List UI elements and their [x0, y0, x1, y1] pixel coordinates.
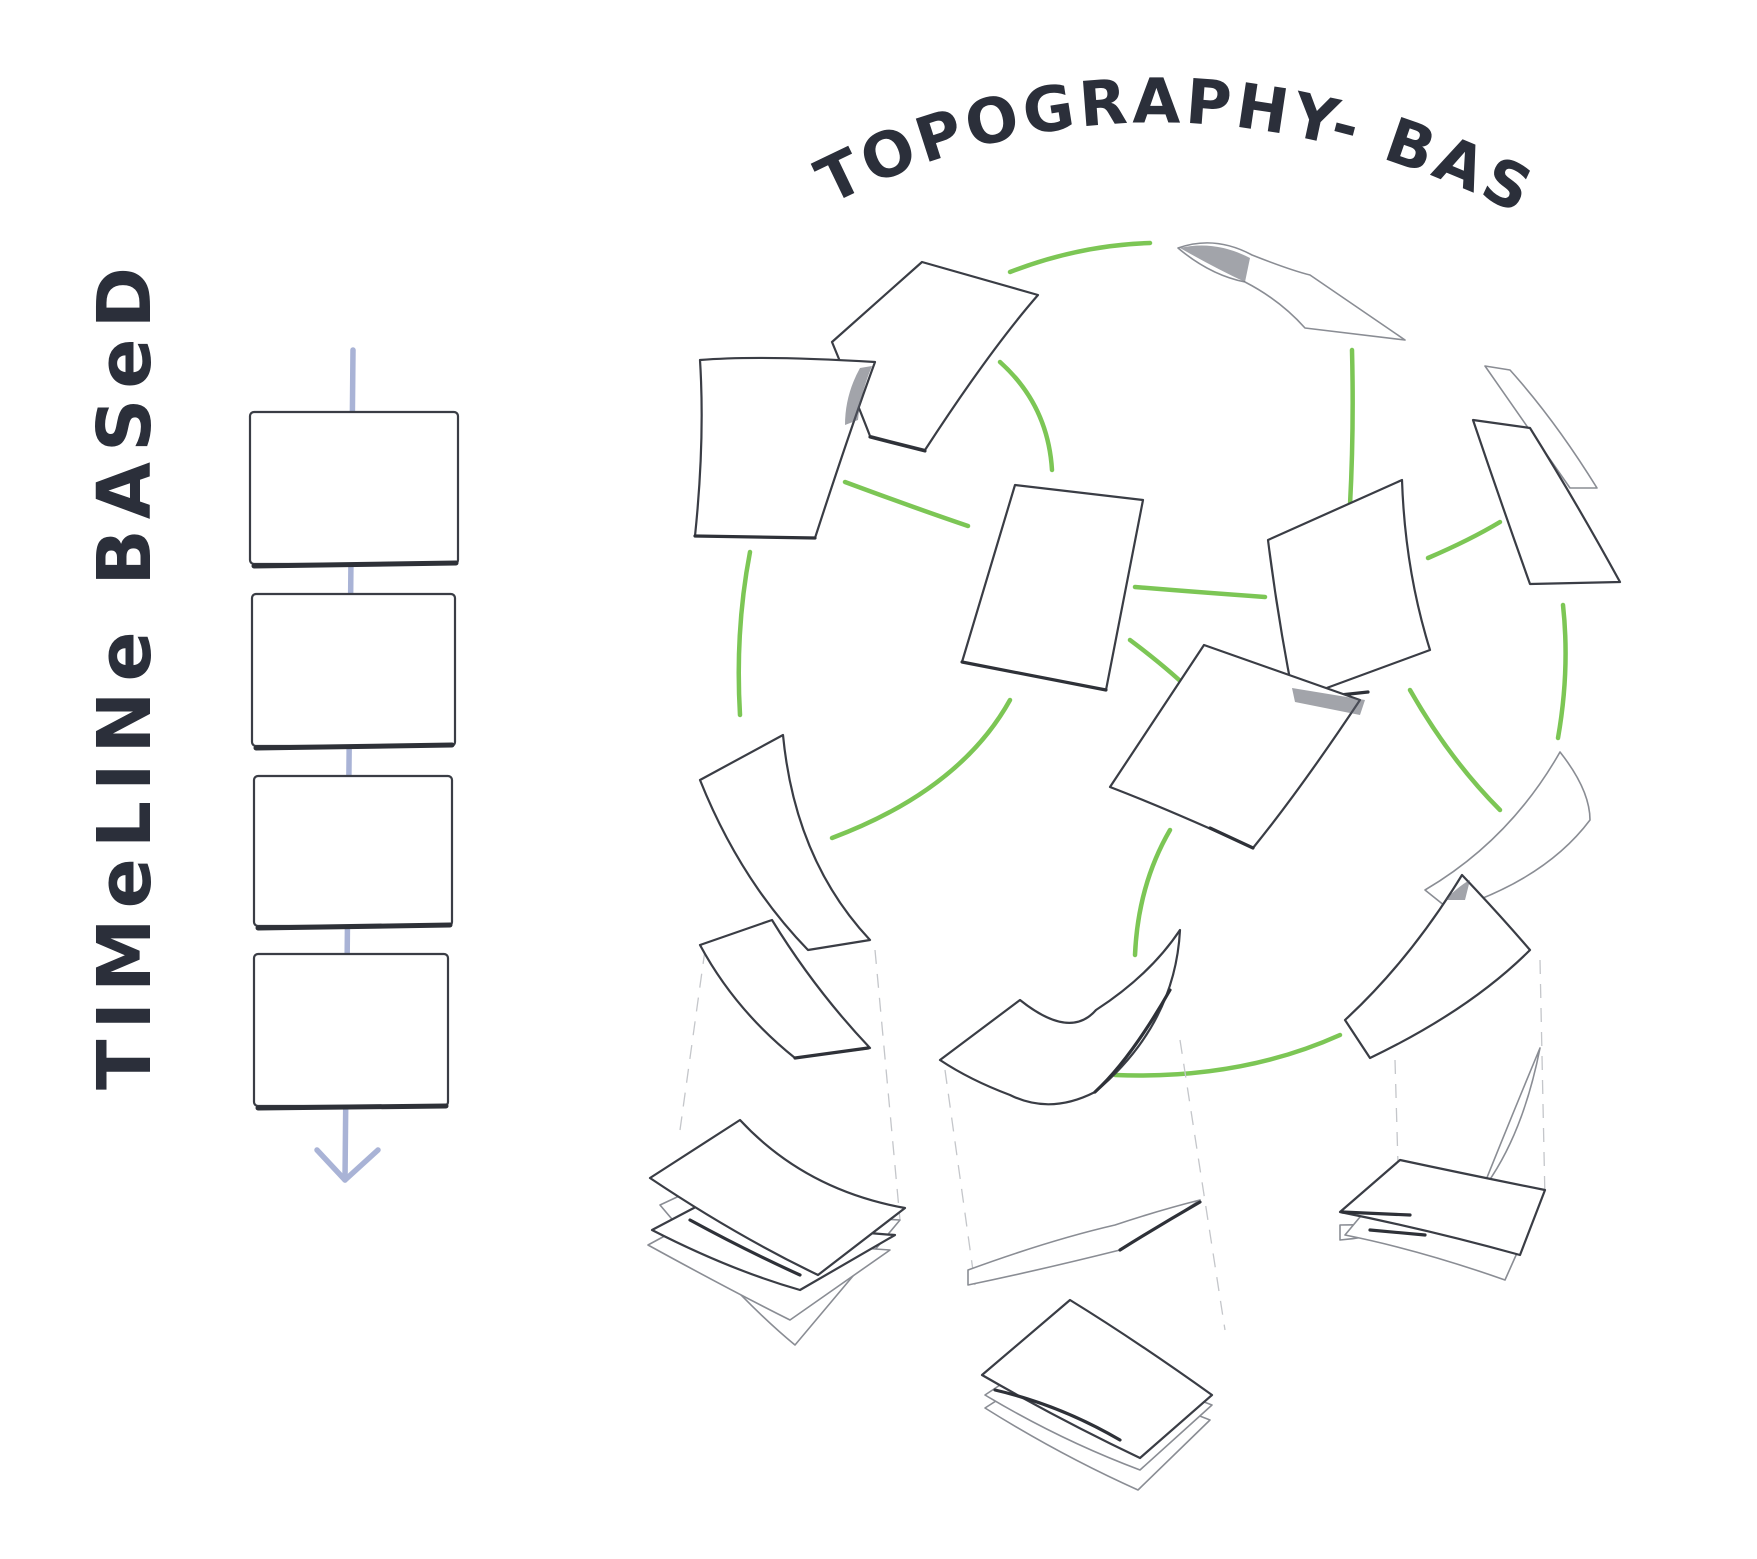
page-right-top — [1471, 365, 1622, 586]
page-top-center-curled — [1177, 242, 1406, 341]
drop-lines — [679, 949, 1546, 1331]
page-right-lower — [1343, 873, 1532, 1060]
stack-center — [980, 1298, 1214, 1491]
timeline-card-2 — [250, 592, 457, 751]
timeline-card-4 — [252, 952, 450, 1111]
green-connections — [736, 240, 1568, 1078]
page-right-center — [1266, 478, 1432, 702]
timeline-section: TIMeLINe BASeD — [82, 257, 460, 1183]
page-left-lower — [698, 918, 872, 1060]
page-right-lower-upper — [1424, 751, 1591, 911]
page-bottom-center-curled — [938, 928, 1182, 1106]
stack-left — [647, 1118, 907, 1346]
timeline-card-1 — [248, 410, 460, 569]
page-left-middle — [698, 733, 872, 952]
page-center — [960, 483, 1145, 692]
page-top-left — [830, 260, 1040, 453]
stack-center-upper — [967, 1199, 1202, 1286]
timeline-label: TIMeLINe BASeD — [82, 257, 168, 1090]
topography-label: TOPOGRAPHY- BASeD — [0, 0, 1546, 229]
topography-section: TOPOGRAPHY- BASeD — [0, 0, 1622, 1491]
stack-right — [1338, 1047, 1547, 1281]
page-middle-curled — [1108, 643, 1365, 850]
timeline-card-3 — [252, 774, 454, 931]
page-left-upper — [693, 356, 877, 540]
